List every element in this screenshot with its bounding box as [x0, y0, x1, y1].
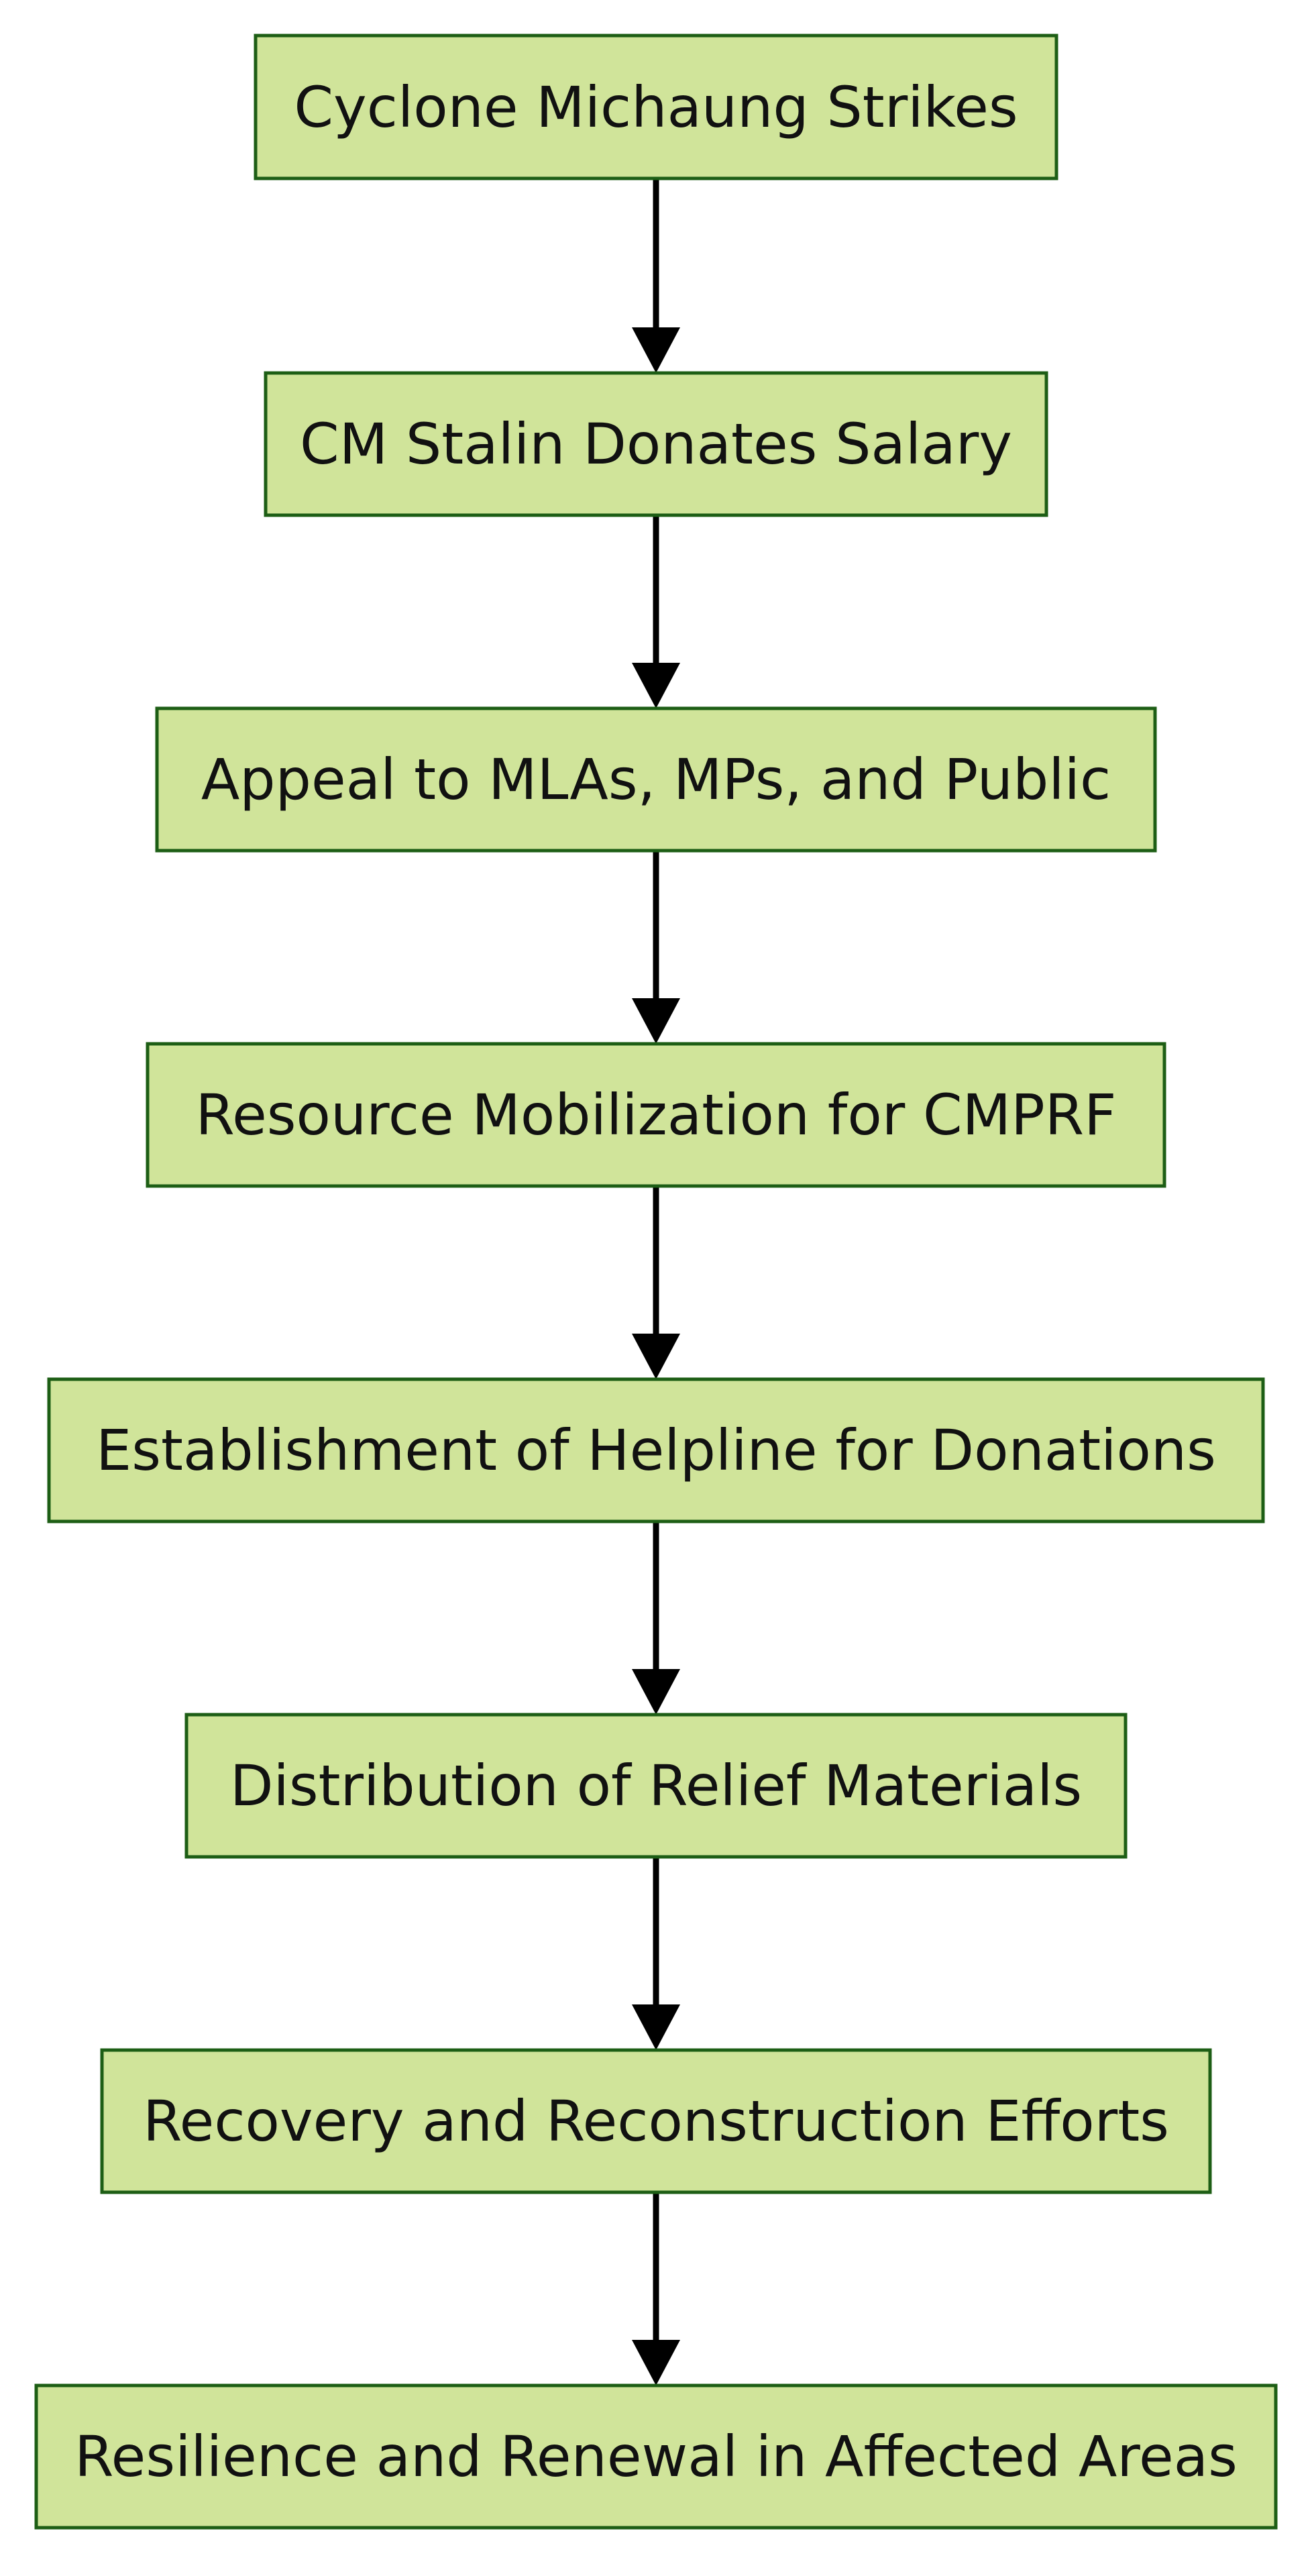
- node-resilience-and-renewal: Resilience and Renewal in Affected Areas: [34, 2383, 1278, 2530]
- arrowhead-icon: [632, 663, 680, 708]
- node-label: CM Stalin Donates Salary: [300, 411, 1012, 477]
- node-distribution-of-relief-materials: Distribution of Relief Materials: [184, 1713, 1128, 1859]
- arrowhead-icon: [632, 2340, 680, 2385]
- edge-mobilization-to-helpline: [632, 1186, 680, 1379]
- node-appeal-to-mlas-mps-public: Appeal to MLAs, MPs, and Public: [155, 706, 1157, 853]
- node-label: Distribution of Relief Materials: [230, 1753, 1082, 1819]
- node-box: [146, 1042, 1166, 1188]
- node-cm-stalin-donates-salary: CM Stalin Donates Salary: [264, 371, 1048, 517]
- node-box: [100, 2048, 1212, 2194]
- node-box: [254, 34, 1058, 180]
- node-label: Appeal to MLAs, MPs, and Public: [201, 747, 1111, 812]
- node-box: [184, 1713, 1128, 1859]
- node-establishment-of-helpline: Establishment of Helpline for Donations: [47, 1377, 1265, 1523]
- node-resource-mobilization-cmprf: Resource Mobilization for CMPRF: [146, 1042, 1166, 1188]
- node-box: [34, 2383, 1278, 2530]
- edge-appeal-to-mobilization: [632, 851, 680, 1044]
- node-label: Establishment of Helpline for Donations: [96, 1417, 1216, 1483]
- node-label: Cyclone Michaung Strikes: [294, 74, 1018, 140]
- arrowhead-icon: [632, 327, 680, 373]
- edge-distribution-to-recovery: [632, 1857, 680, 2050]
- edge-recovery-to-resilience: [632, 2192, 680, 2385]
- arrowhead-icon: [632, 998, 680, 1044]
- node-label: Resilience and Renewal in Affected Areas: [74, 2424, 1238, 2489]
- node-cyclone-michaung-strikes: Cyclone Michaung Strikes: [254, 34, 1058, 180]
- node-box: [47, 1377, 1265, 1523]
- node-label: Recovery and Reconstruction Efforts: [143, 2088, 1169, 2154]
- arrowhead-icon: [632, 1669, 680, 1715]
- node-box: [264, 371, 1048, 517]
- arrowhead-icon: [632, 2004, 680, 2050]
- edge-salary-to-appeal: [632, 515, 680, 708]
- edge-helpline-to-distribution: [632, 1521, 680, 1715]
- node-label: Resource Mobilization for CMPRF: [196, 1082, 1117, 1148]
- node-recovery-and-reconstruction: Recovery and Reconstruction Efforts: [100, 2048, 1212, 2194]
- edge-cyclone-to-salary: [632, 178, 680, 373]
- arrowhead-icon: [632, 1334, 680, 1379]
- node-box: [155, 706, 1157, 853]
